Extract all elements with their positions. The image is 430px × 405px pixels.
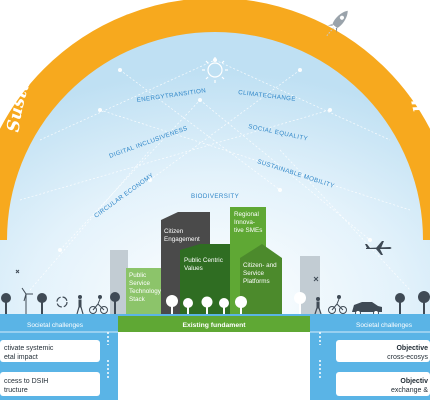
- svg-text:Societal challenges: Societal challenges: [27, 322, 84, 329]
- building-citizen-platforms: Citizen- and Service Platforms: [240, 244, 282, 315]
- street-scene-left: [1, 287, 120, 315]
- svg-text:Service: Service: [243, 270, 264, 277]
- svg-text:Engagement: Engagement: [164, 236, 200, 243]
- svg-text:Technology: Technology: [129, 288, 162, 295]
- airplane-icon: [365, 241, 392, 255]
- svg-text:Innova-: Innova-: [234, 219, 255, 226]
- svg-text:Societal challenges: Societal challenges: [356, 322, 413, 329]
- street-scene-right: [314, 291, 430, 316]
- svg-text:ccess to DSIH: ccess to DSIH: [4, 378, 48, 385]
- left-box-dsih-access: [0, 372, 100, 396]
- cyclist-icon: [328, 295, 347, 314]
- svg-text:exchange &: exchange &: [391, 387, 428, 394]
- right-box-objective-2: [336, 372, 430, 396]
- theme-biodiversity: BIODIVERSITY: [191, 193, 239, 200]
- person-icon: [76, 295, 84, 315]
- right-box-objective-1: [336, 340, 430, 362]
- svg-text:Citizen: Citizen: [164, 228, 184, 235]
- svg-text:Public Centric: Public Centric: [184, 257, 223, 264]
- svg-text:tive SMEs: tive SMEs: [234, 227, 262, 234]
- svg-text:tructure: tructure: [4, 387, 28, 394]
- svg-text:Existing fundament: Existing fundament: [182, 322, 246, 329]
- building-public-centric: Public Centric Values: [180, 244, 232, 315]
- svg-text:Public: Public: [129, 272, 146, 279]
- svg-text:Service: Service: [129, 280, 150, 287]
- wind-turbine-icon: [21, 287, 33, 314]
- tree-icon: [395, 291, 430, 314]
- svg-text:Objectiv: Objectiv: [400, 378, 428, 385]
- tree-icon: [1, 292, 120, 314]
- svg-text:ctivate systemic: ctivate systemic: [4, 345, 54, 352]
- svg-text:Stack: Stack: [129, 296, 146, 303]
- sky-dome: [0, 10, 430, 318]
- ground-line: [0, 314, 430, 316]
- right-panel: Societal challenges Objective cross-ecos…: [310, 316, 430, 400]
- svg-text:cross-ecosys: cross-ecosys: [387, 354, 428, 361]
- person-icon: [314, 297, 322, 315]
- rocket-icon: [325, 10, 348, 38]
- svg-text:Regional: Regional: [234, 211, 259, 218]
- foundation-bar: Existing fundament: [118, 316, 310, 332]
- svg-text:Citizen- and: Citizen- and: [243, 262, 277, 269]
- cyclist-icon: [89, 295, 108, 314]
- left-box-systemic-impact: [0, 340, 100, 362]
- recycle-icon: [56, 296, 68, 308]
- svg-text:etal impact: etal impact: [4, 354, 38, 361]
- svg-text:Values: Values: [184, 265, 203, 272]
- tree-icon: [166, 292, 306, 314]
- left-panel: Societal challenges ctivate systemic eta…: [0, 316, 118, 400]
- sparkle-marks: [15, 269, 319, 282]
- orange-arc: [0, 0, 430, 241]
- sun-icon: [202, 57, 228, 83]
- svg-text:Platforms: Platforms: [243, 278, 270, 285]
- svg-text:Objective: Objective: [396, 345, 428, 352]
